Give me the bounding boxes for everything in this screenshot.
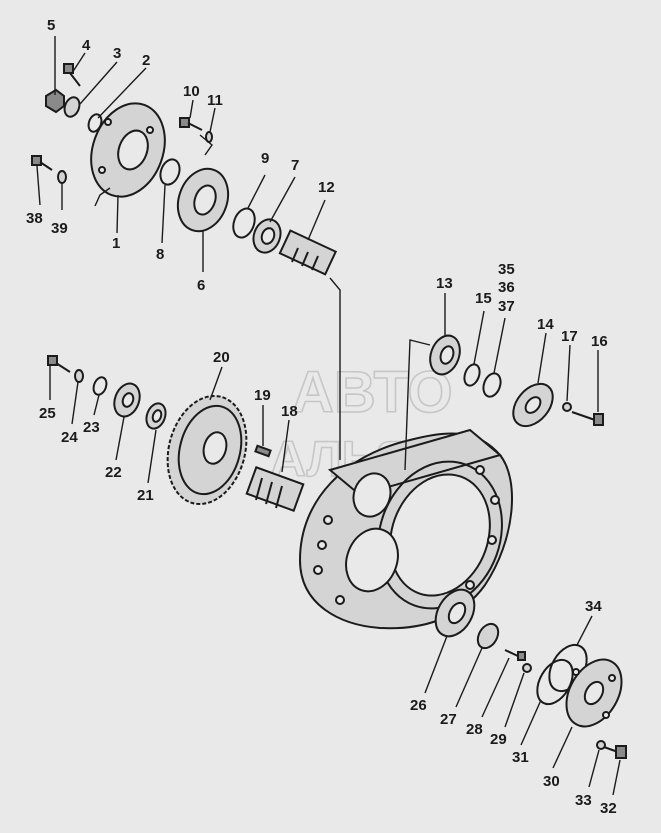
part-19-pin (254, 444, 272, 458)
callout-35: 35 (498, 261, 515, 278)
part-22-bearing (113, 382, 141, 418)
part-24-washer (74, 369, 84, 383)
callout-9: 9 (261, 150, 269, 167)
callout-29: 29 (490, 731, 507, 748)
part-12-pinion-shaft (278, 229, 338, 276)
part-14-cover (512, 382, 554, 428)
part-1-cover (90, 102, 166, 198)
part-38-bolt (31, 155, 53, 171)
part-25-bolt (47, 355, 71, 373)
part-6-bearing-housing (176, 167, 230, 233)
watermark-line1: АВТО (292, 360, 453, 425)
part-16-bolt (571, 411, 604, 426)
callout-37: 37 (498, 298, 515, 315)
callout-19: 19 (254, 387, 271, 404)
part-2-ring (87, 113, 103, 133)
callout-32: 32 (600, 800, 617, 817)
callout-20: 20 (213, 349, 230, 366)
callout-labels: 5 4 3 2 10 11 9 7 12 38 39 1 8 6 35 36 3… (26, 17, 617, 817)
callout-10: 10 (183, 83, 200, 100)
callout-39: 39 (51, 220, 68, 237)
part-3-washer (63, 96, 81, 118)
callout-17: 17 (561, 328, 578, 345)
part-8-seal (159, 158, 181, 186)
part-21-bearing (145, 402, 167, 430)
callout-28: 28 (466, 721, 483, 738)
callout-1: 1 (112, 235, 120, 252)
part-33-washer (596, 740, 606, 750)
callout-38: 38 (26, 210, 43, 227)
callout-3: 3 (113, 45, 121, 62)
part-13-bearing (429, 334, 461, 376)
callout-30: 30 (543, 773, 560, 790)
leader-lines (36, 36, 621, 796)
callout-11: 11 (207, 92, 223, 109)
part-23-snap-ring (92, 376, 108, 396)
part-39-washer (57, 170, 67, 184)
part-4-bolt (63, 63, 81, 87)
callout-8: 8 (156, 246, 164, 263)
callout-34: 34 (585, 598, 602, 615)
callout-21: 21 (137, 487, 154, 504)
part-17-washer (562, 402, 572, 412)
callout-5: 5 (47, 17, 55, 34)
part-32-bolt (603, 745, 627, 759)
callout-31: 31 (512, 749, 529, 766)
part-37-shim (482, 372, 502, 398)
part-26-bearing (434, 588, 476, 638)
callout-27: 27 (440, 711, 457, 728)
callout-26: 26 (410, 697, 427, 714)
part-28-bolt (504, 649, 526, 661)
part-5-nut (45, 88, 65, 114)
callout-36: 36 (498, 279, 515, 296)
part-29-washer (522, 663, 532, 673)
part-18-pinion (245, 466, 305, 512)
part-10-bolt (179, 117, 203, 131)
part-30-end-cover (565, 658, 623, 728)
assembly-lines (94, 134, 431, 471)
part-9-snap-ring (232, 207, 256, 239)
callout-4: 4 (82, 37, 91, 54)
part-20-gear (166, 394, 248, 506)
callout-12: 12 (318, 179, 335, 196)
callout-23: 23 (83, 419, 100, 436)
part-27-shim (476, 622, 500, 650)
part-15-o-ring (463, 363, 481, 387)
callout-18: 18 (281, 403, 298, 420)
callout-15: 15 (475, 290, 492, 307)
callout-22: 22 (105, 464, 122, 481)
callout-24: 24 (61, 429, 78, 446)
callout-16: 16 (591, 333, 608, 350)
callout-7: 7 (291, 157, 299, 174)
callout-2: 2 (142, 52, 150, 69)
callout-13: 13 (436, 275, 453, 292)
main-housing (298, 428, 513, 630)
part-7-bearing (252, 218, 282, 254)
callout-33: 33 (575, 792, 592, 809)
callout-25: 25 (39, 405, 56, 422)
callout-6: 6 (197, 277, 205, 294)
callout-14: 14 (537, 316, 554, 333)
